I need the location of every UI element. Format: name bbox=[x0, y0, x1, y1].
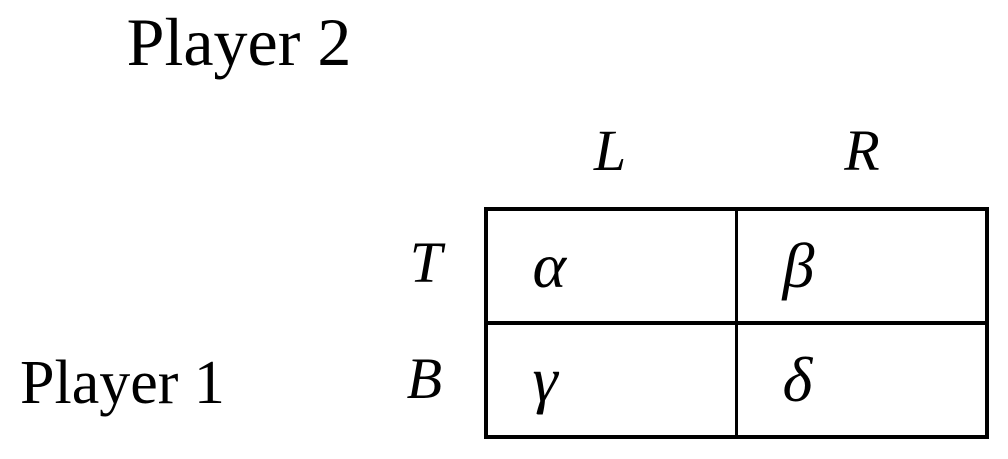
column-header-l: L bbox=[593, 118, 627, 183]
payoff-value-gamma: γ bbox=[532, 344, 558, 415]
payoff-cell-top-left: α bbox=[488, 211, 738, 325]
payoff-value-beta: β bbox=[782, 230, 815, 301]
column-header-r: R bbox=[844, 118, 880, 183]
payoff-cell-bottom-right: δ bbox=[736, 323, 985, 435]
row-header-t: T bbox=[409, 230, 442, 295]
payoff-value-delta: δ bbox=[782, 344, 813, 415]
payoff-matrix-table: α β γ δ bbox=[488, 211, 985, 435]
payoff-value-alpha: α bbox=[532, 230, 567, 301]
table-row: γ δ bbox=[488, 323, 985, 435]
payoff-cell-top-right: β bbox=[736, 211, 985, 325]
column-player-label: Player 2 bbox=[126, 4, 352, 80]
table-row: α β bbox=[488, 211, 985, 325]
payoff-cell-bottom-left: γ bbox=[488, 323, 738, 435]
row-header-b: B bbox=[406, 346, 442, 411]
row-player-label: Player 1 bbox=[20, 349, 225, 417]
payoff-matrix: α β γ δ bbox=[484, 207, 989, 439]
